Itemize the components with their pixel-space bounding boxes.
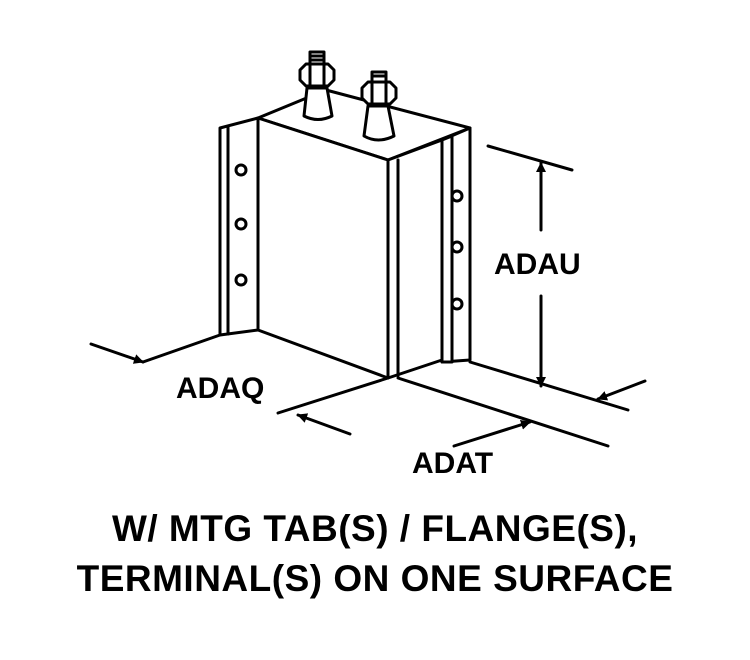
extension-line xyxy=(468,360,630,412)
depth-dimension: ADAQ xyxy=(89,333,390,436)
right-mounting-flange xyxy=(440,126,472,364)
caption-line-1: W/ MTG TAB(S) / FLANGE(S), xyxy=(111,508,639,549)
extension-line xyxy=(486,144,574,172)
mounting-hole xyxy=(234,273,248,287)
left-mounting-flange xyxy=(218,116,260,337)
mounting-hole xyxy=(450,189,464,203)
dimension-arrow xyxy=(596,379,647,401)
terminal-right xyxy=(360,70,398,142)
mounting-hole xyxy=(234,217,248,231)
dimension-arrow xyxy=(296,413,352,436)
mounting-hole xyxy=(450,297,464,311)
height-label: ADAU xyxy=(494,248,581,281)
extension-line xyxy=(141,333,222,364)
dimension-arrow xyxy=(452,419,532,448)
height-dimension: ADAU xyxy=(468,144,630,412)
caption-line-2: TERMINAL(S) ON ONE SURFACE xyxy=(76,558,674,599)
width-dimension: ADAT xyxy=(396,376,647,480)
dimension-arrow xyxy=(89,342,145,364)
capacitor-body xyxy=(256,88,472,380)
mounting-hole xyxy=(450,240,464,254)
width-label: ADAT xyxy=(412,447,493,480)
terminal-left xyxy=(298,50,336,121)
extension-line xyxy=(276,376,390,415)
extension-line xyxy=(396,376,610,448)
depth-label: ADAQ xyxy=(176,372,264,405)
mounting-hole xyxy=(234,163,248,177)
